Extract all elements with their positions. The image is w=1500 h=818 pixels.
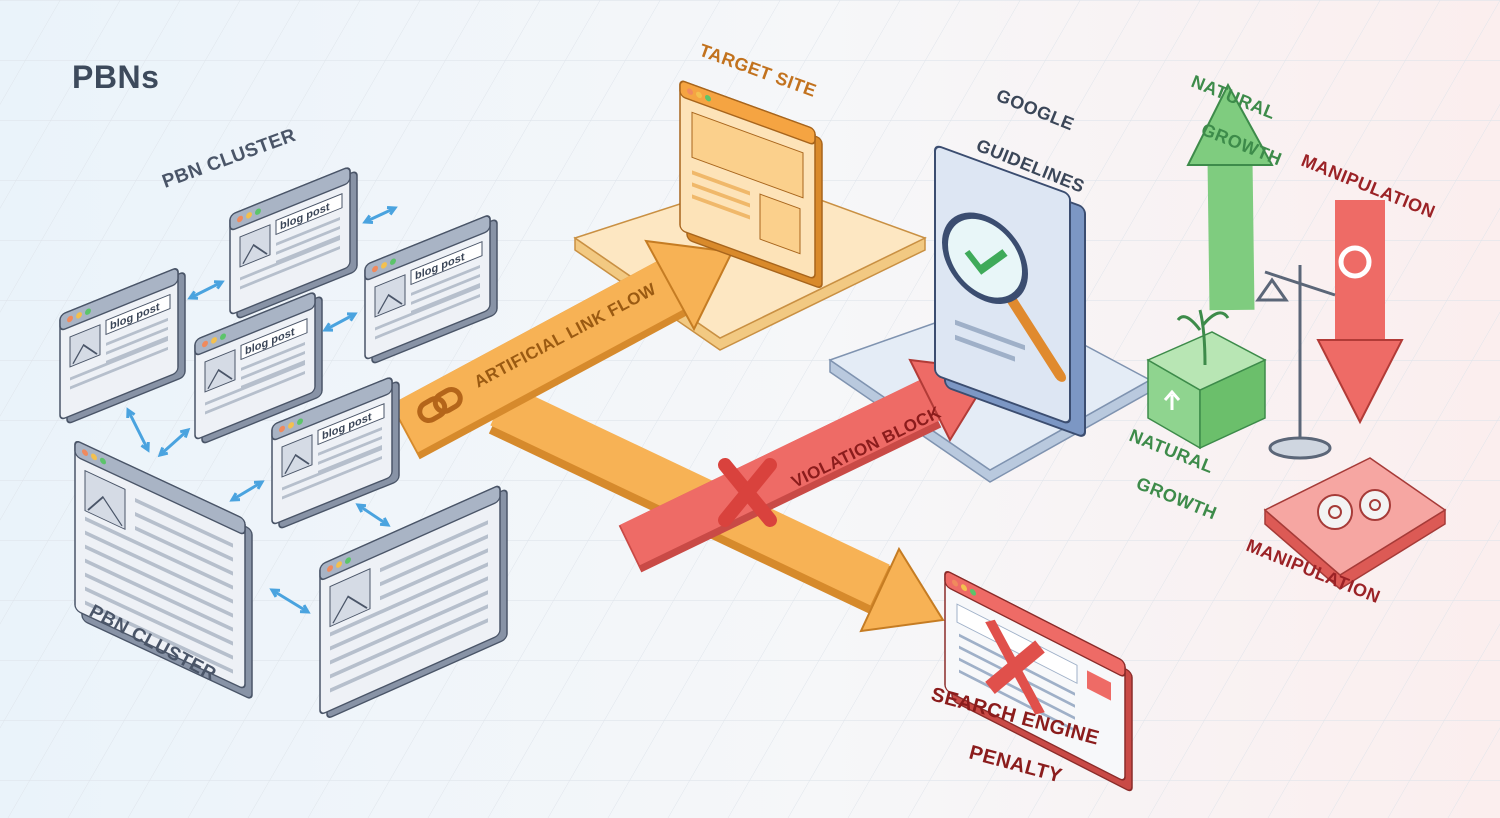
violation-block-arrow [618,358,995,573]
window-dot-icon [202,340,208,348]
window-dot-icon [952,579,958,587]
window-dot-icon [288,422,294,429]
window-dot-icon [246,212,252,219]
window-dot-icon [381,262,387,269]
window-dot-icon [970,588,976,596]
window-dot-icon [67,315,73,323]
window-dot-icon [336,561,342,568]
pbn-site-window: blog post [229,167,358,319]
window-dot-icon [705,94,711,102]
window-dot-icon [345,557,351,564]
window-dot-icon [327,565,333,572]
window-dot-icon [696,91,702,99]
window-dot-icon [211,337,217,344]
balance-scale-icon [1255,265,1336,460]
window-dot-icon [237,215,243,223]
pbn-site-window: blog post [364,215,498,364]
google-guidelines-book [934,145,1086,437]
pbn-site-window [74,440,253,699]
window-dot-icon [961,584,967,592]
window-dot-icon [687,88,693,95]
target-site-window [679,80,823,288]
window-dot-icon [279,425,285,433]
penalty-x-icon [985,619,1045,715]
search-penalty-window [944,571,1133,792]
natural-growth-cube [1146,309,1267,450]
magnifier-check-icon [942,212,1066,382]
bidirectional-arrow-icon [187,280,225,300]
bidirectional-arrow-icon [355,503,391,527]
natural-growth-arrow [1186,82,1274,311]
red-x-icon [718,458,777,527]
up-arrow-icon [1163,389,1181,410]
bidirectional-arrow-icon [362,205,398,225]
bidirectional-arrow-icon [269,588,311,614]
manipulation-arrow [1316,200,1404,425]
window-dot-icon [220,333,226,340]
window-dot-icon [297,418,303,425]
bidirectional-arrow-icon [157,427,191,458]
window-dot-icon [372,265,378,273]
window-dot-icon [100,457,106,465]
window-dot-icon [82,449,88,456]
window-dot-icon [85,308,91,315]
gear-tile [1263,457,1447,590]
bidirectional-arrow-icon [322,312,358,332]
window-dot-icon [255,208,261,215]
bidirectional-arrow-icon [126,407,150,453]
gears-icon [1317,489,1391,530]
page-title: PBNs [72,59,159,95]
chain-link-icon [417,387,463,423]
window-dot-icon [91,453,97,461]
pbn-site-window: blog post [59,268,186,424]
close-icon [1087,670,1111,701]
pbn-site-window [319,485,508,718]
pbn-site-window: blog post [194,292,323,444]
gear-icon [1338,245,1372,279]
window-dot-icon [390,258,396,265]
window-dot-icon [76,312,82,319]
plant-icon [1176,309,1230,366]
bidirectional-arrow-icon [229,480,265,502]
pbn-site-window: blog post [271,377,400,529]
